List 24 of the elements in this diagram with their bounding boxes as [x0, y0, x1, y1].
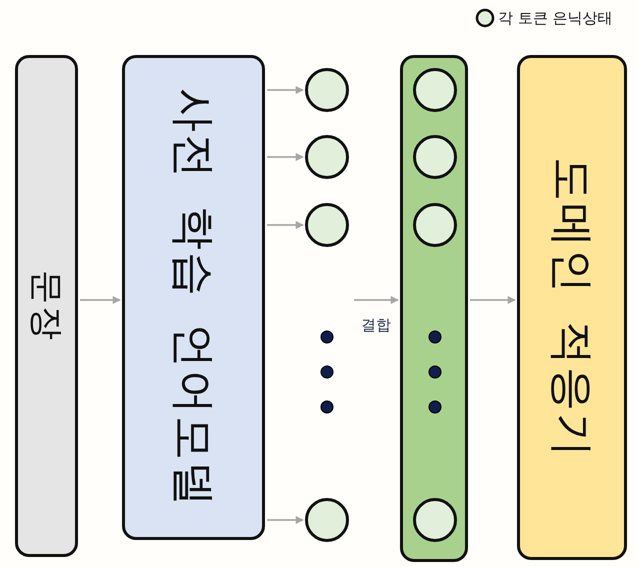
- arrow: [267, 152, 304, 162]
- hidden-state-circle: [305, 498, 349, 542]
- hidden-state-circle: [305, 203, 349, 247]
- arrow: [267, 516, 304, 524]
- hidden-state-circle: [413, 68, 457, 112]
- box-label: 사전 학습 언어모델: [167, 88, 220, 508]
- arrow: [354, 296, 399, 304]
- arrow: [267, 86, 304, 94]
- hidden-state-circle: [413, 135, 457, 179]
- box-label: 문장: [26, 270, 68, 342]
- process-box: [517, 55, 627, 560]
- legend-text: 각 토큰 은닉상태: [498, 8, 613, 28]
- box-label: 도메인 적응기: [546, 156, 598, 458]
- arrow: [80, 296, 121, 304]
- arrow: [470, 296, 516, 304]
- vector-bar: [400, 55, 468, 562]
- process-box: [15, 55, 78, 557]
- hidden-state-circle: [413, 203, 457, 247]
- edge-label: 결합: [361, 316, 391, 335]
- arrow: [267, 220, 304, 230]
- hidden-state-circle: [305, 68, 349, 112]
- hidden-state-circle: [413, 498, 457, 542]
- process-box: [122, 55, 265, 540]
- hidden-state-circle: [305, 135, 349, 179]
